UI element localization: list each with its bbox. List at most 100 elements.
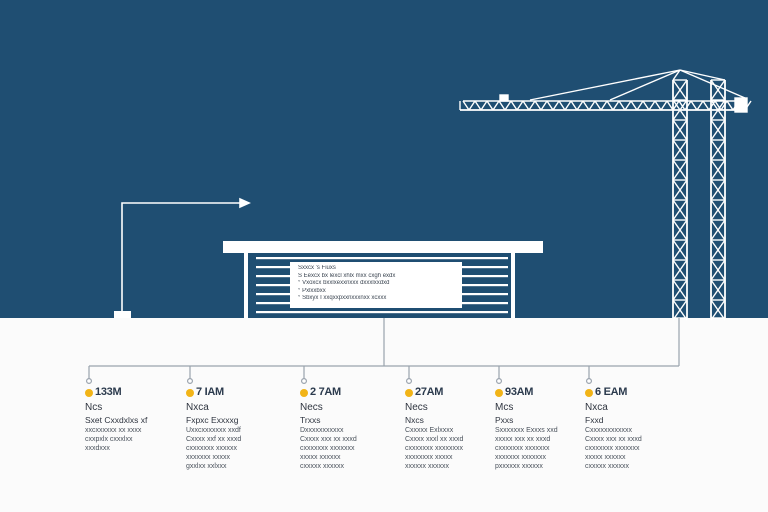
event-detail-line: Cxxxxxxxxxxxx	[585, 427, 633, 434]
crane-trolley	[499, 94, 509, 102]
event-detail-line: xxxxxxx xxxxxxx	[495, 454, 546, 461]
event-tag: Ncs	[85, 402, 103, 413]
crane-strut	[480, 100, 488, 111]
event-detail-line: cxxpxlx cxxxlxx	[85, 436, 133, 443]
crane-strut	[672, 239, 688, 261]
crane-strut	[654, 100, 662, 111]
tower-crane-icon	[459, 69, 752, 321]
notice-line: ° Vxoxcx bxxlxexxnxxx dxxxlxxdxd	[298, 280, 390, 287]
crane-strut	[672, 199, 688, 221]
crane-strut	[660, 100, 668, 111]
notice-line: Sxxcx ’s Fiuxs	[298, 265, 336, 271]
timeline-node	[301, 378, 308, 385]
notice-line: ° Pxlxxbxx	[298, 287, 326, 294]
crane-strut	[710, 159, 726, 181]
crane-strut	[486, 100, 494, 111]
crane-strut	[684, 100, 692, 111]
crane-strut	[576, 100, 584, 111]
crane-strut	[558, 100, 566, 111]
time-marker-icon	[585, 389, 593, 397]
crane-strut	[534, 100, 542, 111]
crane-strut	[552, 100, 560, 111]
event-tag: Nxca	[585, 402, 608, 413]
crane-strut	[588, 100, 596, 111]
crane-strut	[672, 139, 688, 161]
timeline-connectors	[85, 318, 680, 385]
crane-strut	[710, 259, 726, 281]
event-detail-line: xxxxx xxx xx xxxd	[495, 436, 551, 443]
event-detail-line: Uxxcxxxxxxx xxdf	[186, 427, 241, 434]
event-detail-line: Cxxxx xxf xx xxxd	[186, 436, 242, 443]
crane-strut	[522, 100, 530, 111]
event-detail-line: cxxxxxxx xxxxxxx	[585, 445, 640, 452]
crane-strut	[726, 100, 734, 111]
event-detail-line: xxxxxx xxxxxx	[405, 463, 449, 470]
crane-strut	[672, 299, 688, 321]
event-time: 27AM	[415, 386, 444, 398]
crane-strut	[564, 100, 572, 111]
crane-strut	[600, 100, 608, 111]
crane-strut	[678, 100, 686, 111]
timeline-node	[496, 378, 503, 385]
crane-strut	[612, 100, 620, 111]
event-detail-line: cxxxxx xxxxxx	[300, 463, 344, 470]
event-time: 93AM	[505, 386, 534, 398]
event-detail-line: xxxxxxxx xxxxx	[405, 454, 453, 461]
timeline-node	[85, 378, 92, 385]
crane-strut	[510, 100, 518, 111]
event-detail-line: Cxxxx xxx xx xxxd	[300, 436, 357, 443]
crane-strut	[642, 100, 650, 111]
crane-strut	[702, 100, 710, 111]
crane-strut	[679, 69, 726, 81]
event-title: Fxpxc Exxxxg	[186, 416, 239, 425]
event-detail-line: Cxxxx xxxl xx xxxd	[405, 436, 464, 443]
event-title: Fxxd	[585, 416, 604, 425]
crane-strut	[498, 100, 506, 111]
crane-strut	[648, 100, 656, 111]
time-marker-icon	[495, 389, 503, 397]
event-detail-line: cxxxxxxx xxxxxxx	[495, 445, 550, 452]
crane-strut	[504, 100, 512, 111]
crane-strut	[528, 100, 536, 111]
crane-strut	[468, 100, 476, 111]
event-time: 7 IAM	[196, 386, 224, 398]
crane-strut	[474, 100, 482, 111]
crane-strut	[570, 100, 578, 111]
survey-stake-base	[114, 311, 131, 318]
crane-strut	[690, 100, 698, 111]
event-detail-line: cxxxxxxx xxxxxxxx	[405, 445, 463, 452]
event-time: 2 7AM	[310, 386, 341, 398]
event-detail-line: xxxxxxx xxxxx	[186, 454, 230, 461]
timeline-node	[406, 378, 413, 385]
event-detail-line: xxxxx xxxxxx	[300, 454, 341, 461]
event-tag: Nxca	[186, 402, 209, 413]
crane-strut	[624, 100, 632, 111]
time-marker-icon	[186, 389, 194, 397]
crane-strut	[710, 199, 726, 221]
event-detail-line: cxxxxx xxxxxx	[585, 463, 629, 470]
event-detail-line: gxxlxx xxlxxx	[186, 463, 227, 470]
crane-strut	[710, 119, 726, 141]
event-detail-line: Dxxxxxxxxxxx	[300, 427, 344, 434]
event-detail-line: pxxxxxx xxxxxx	[495, 463, 543, 470]
crane-strut	[672, 119, 688, 141]
event-title: Pxxs	[495, 416, 514, 425]
crane-strut	[696, 100, 704, 111]
crane-strut	[672, 100, 680, 111]
crane-strut	[710, 139, 726, 161]
event-detail-line: xxcxxxxxx xx xxxx	[85, 427, 142, 434]
event-detail-line: Sxxxxxxx Exxxs xxd	[495, 427, 558, 434]
crane-strut	[618, 100, 626, 111]
crane-strut	[710, 179, 726, 201]
time-marker-icon	[405, 389, 413, 397]
crane-strut	[679, 69, 746, 99]
crane-strut	[710, 239, 726, 261]
crane-strut	[708, 100, 716, 111]
event-tag: Mcs	[495, 402, 514, 413]
notice-line: ° Sbxyx I xxqxxpxxnxxxnxx xcxxx	[298, 295, 387, 302]
